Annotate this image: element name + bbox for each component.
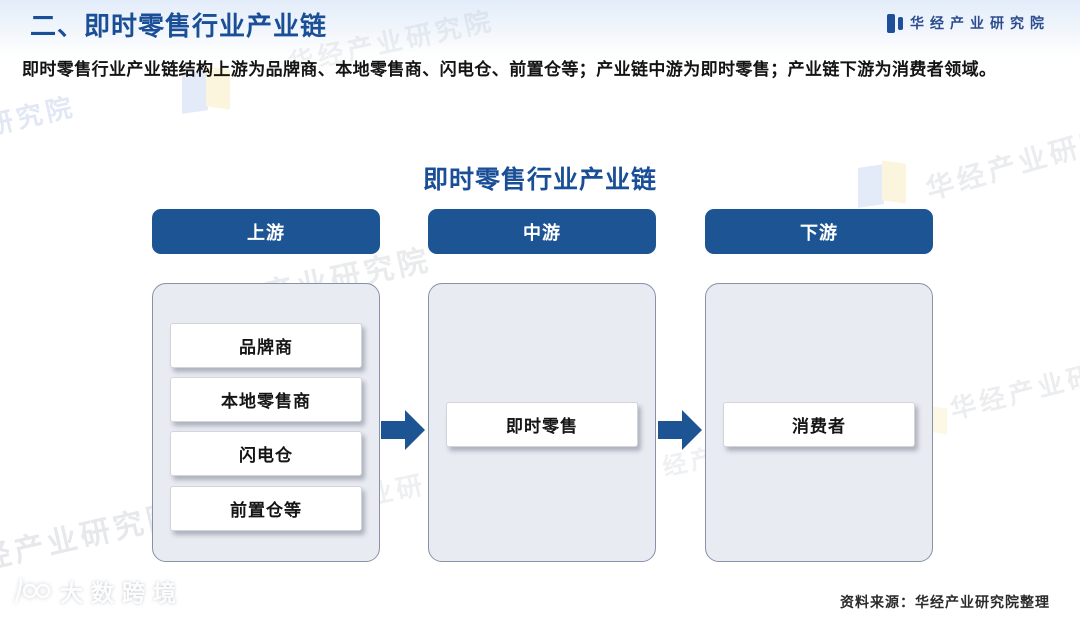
brand-logo: 华经产业研究院: [887, 13, 1050, 33]
watermark-text: 华经产业研: [946, 359, 1080, 425]
dashu-watermark-label: 大数跨境: [60, 580, 184, 606]
node-front-warehouse: 前置仓等: [170, 486, 362, 531]
dashu-watermark: 大数跨境: [12, 574, 184, 608]
column-header-midstream: 中游: [428, 209, 656, 254]
node-consumers: 消费者: [723, 402, 915, 447]
source-note: 资料来源：华经产业研究院整理: [840, 594, 1050, 610]
arrow-right-icon: [381, 410, 425, 450]
diagram-title: 即时零售行业产业链: [422, 166, 657, 194]
node-brand-merchants: 品牌商: [170, 323, 362, 368]
dashu-logo-icon: [14, 578, 51, 603]
node-local-retailers: 本地零售商: [170, 377, 362, 422]
arrow-right-icon: [658, 410, 702, 450]
watermark-text: 研究院: [0, 91, 79, 141]
column-header-downstream: 下游: [705, 209, 933, 254]
column-container-downstream: 消费者: [705, 283, 933, 562]
node-instant-retail: 即时零售: [446, 402, 638, 447]
column-container-upstream: 品牌商 本地零售商 闪电仓 前置仓等: [152, 283, 380, 562]
column-header-upstream: 上游: [152, 209, 380, 254]
column-container-midstream: 即时零售: [428, 283, 656, 562]
brand-name: 华经产业研究院: [910, 15, 1050, 31]
intro-text: 即时零售行业产业链结构上游为品牌商、本地零售商、闪电仓、前置仓等；产业链中游为即…: [22, 60, 997, 79]
node-flash-warehouse: 闪电仓: [170, 431, 362, 476]
page-title: 二、即时零售行业产业链: [30, 11, 328, 41]
brand-logo-icon: [887, 13, 903, 33]
